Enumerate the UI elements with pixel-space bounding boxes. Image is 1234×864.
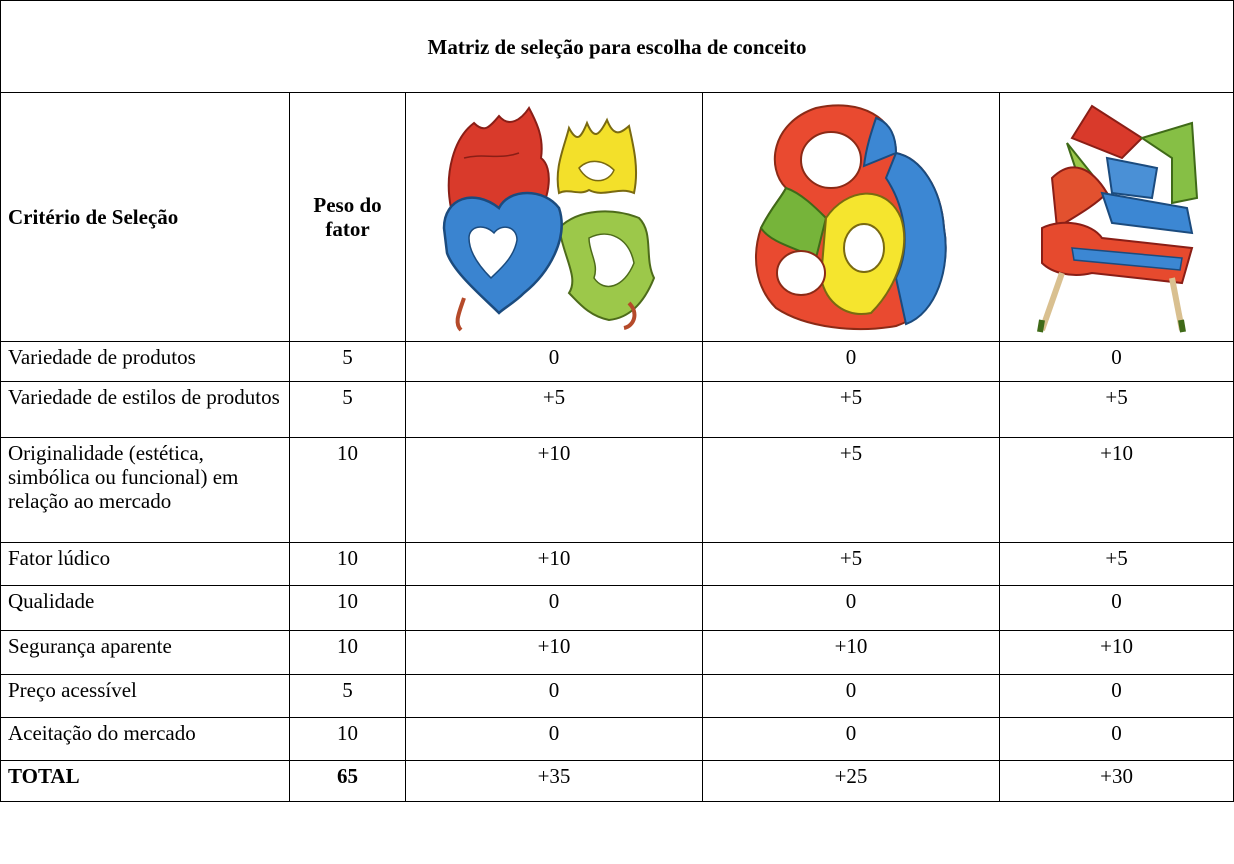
criterion-cell: Aceitação do mercado <box>0 717 290 761</box>
criterion-cell: Preço acessível <box>0 674 290 718</box>
score-cell: +10 <box>998 630 1234 675</box>
table-row: Fator lúdico 10 +10 +5 +5 <box>0 542 1234 586</box>
heart-crown-shelf-sketch <box>442 106 656 332</box>
weight-cell: 5 <box>289 381 406 438</box>
total-score-cell: +25 <box>702 760 1000 802</box>
score-cell: +10 <box>405 542 703 586</box>
weight-cell: 10 <box>289 630 406 675</box>
table-row: Preço acessível 5 0 0 0 <box>0 674 1234 718</box>
table-row: Variedade de estilos de produtos 5 +5 +5… <box>0 381 1234 438</box>
table-title: Matriz de seleção para escolha de concei… <box>0 0 1234 93</box>
concept-1-cell <box>405 92 703 342</box>
score-cell: +5 <box>998 542 1234 586</box>
selection-matrix-table: Matriz de seleção para escolha de concei… <box>0 0 1234 802</box>
score-cell: 0 <box>405 674 703 718</box>
weight-cell: 10 <box>289 717 406 761</box>
score-cell: 0 <box>998 674 1234 718</box>
colored-rings-shelf-sketch <box>755 104 947 330</box>
score-cell: 0 <box>405 717 703 761</box>
total-label: TOTAL <box>0 760 290 802</box>
total-score-cell: +35 <box>405 760 703 802</box>
weight-cell: 10 <box>289 437 406 543</box>
score-cell: +10 <box>405 437 703 543</box>
title-row: Matriz de seleção para escolha de concei… <box>0 0 1234 93</box>
total-weight: 65 <box>289 760 406 802</box>
weight-cell: 10 <box>289 542 406 586</box>
table-row: Segurança aparente 10 +10 +10 +10 <box>0 630 1234 675</box>
criterion-cell: Qualidade <box>0 585 290 631</box>
table-row: Originalidade (estética, simbólica ou fu… <box>0 437 1234 543</box>
score-cell: +5 <box>702 542 1000 586</box>
score-cell: +5 <box>405 381 703 438</box>
total-score-cell: +30 <box>998 760 1234 802</box>
weight-header: Peso do fator <box>289 92 406 342</box>
table-row: Aceitação do mercado 10 0 0 0 <box>0 717 1234 761</box>
weight-cell: 5 <box>289 674 406 718</box>
table-row: Variedade de produtos 5 0 0 0 <box>0 341 1234 382</box>
weight-cell: 5 <box>289 341 406 382</box>
ribbon-chair-sketch <box>1036 104 1198 333</box>
concept-2-cell <box>702 92 1000 342</box>
score-cell: 0 <box>405 341 703 382</box>
score-cell: +10 <box>702 630 1000 675</box>
score-cell: 0 <box>405 585 703 631</box>
criterion-cell: Originalidade (estética, simbólica ou fu… <box>0 437 290 543</box>
criterion-cell: Segurança aparente <box>0 630 290 675</box>
criterion-header: Critério de Seleção <box>0 92 290 342</box>
total-row: TOTAL 65 +35 +25 +30 <box>0 760 1234 802</box>
concept-3-cell <box>998 92 1234 342</box>
score-cell: 0 <box>702 674 1000 718</box>
score-cell: +5 <box>702 381 1000 438</box>
criterion-cell: Fator lúdico <box>0 542 290 586</box>
score-cell: 0 <box>702 585 1000 631</box>
weight-cell: 10 <box>289 585 406 631</box>
score-cell: +10 <box>998 437 1234 543</box>
score-cell: +5 <box>998 381 1234 438</box>
header-row: Critério de Seleção Peso do fator <box>0 92 1234 342</box>
criterion-cell: Variedade de estilos de produtos <box>0 381 290 438</box>
score-cell: 0 <box>998 717 1234 761</box>
score-cell: +5 <box>702 437 1000 543</box>
criterion-cell: Variedade de produtos <box>0 341 290 382</box>
table-row: Qualidade 10 0 0 0 <box>0 585 1234 631</box>
score-cell: 0 <box>998 585 1234 631</box>
score-cell: 0 <box>998 341 1234 382</box>
score-cell: +10 <box>405 630 703 675</box>
score-cell: 0 <box>702 717 1000 761</box>
score-cell: 0 <box>702 341 1000 382</box>
